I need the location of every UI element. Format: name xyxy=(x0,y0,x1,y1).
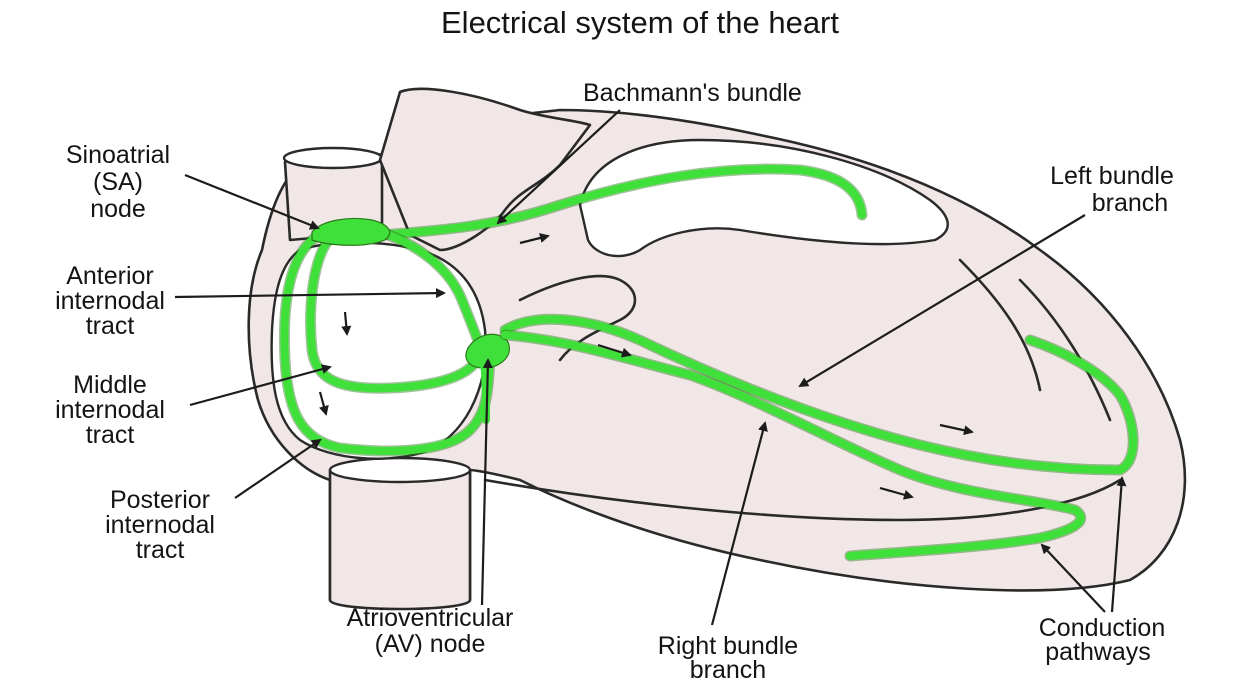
label-middle-line3: tract xyxy=(86,421,135,449)
label-conduction-line2: pathways xyxy=(1045,638,1151,666)
label-av-line1: Atrioventricular xyxy=(347,604,514,632)
label-posterior-line3: tract xyxy=(136,536,185,564)
label-anterior-line1: Anterior xyxy=(66,262,154,290)
label-middle-line2: internodal xyxy=(55,396,165,424)
label-posterior-line2: internodal xyxy=(105,511,215,539)
label-sa-line3: node xyxy=(90,195,146,223)
inferior-vena-cava xyxy=(330,463,470,610)
diagram-title: Electrical system of the heart xyxy=(441,5,839,40)
label-left-bundle-line1: Left bundle xyxy=(1050,162,1174,190)
label-right-bundle-line2: branch xyxy=(690,656,766,681)
label-posterior-line1: Posterior xyxy=(110,486,210,514)
label-bachmann: Bachmann's bundle xyxy=(583,79,802,107)
ivc-opening xyxy=(330,458,470,482)
label-anterior-line2: internodal xyxy=(55,287,165,315)
label-anterior-line3: tract xyxy=(86,312,135,340)
label-middle-line1: Middle xyxy=(73,371,147,399)
label-sa-line2: (SA) xyxy=(93,168,143,196)
label-sa-line1: Sinoatrial xyxy=(66,141,170,169)
label-av-line2: (AV) node xyxy=(375,630,486,658)
label-left-bundle-line2: branch xyxy=(1092,189,1168,217)
svc-opening xyxy=(284,148,382,168)
